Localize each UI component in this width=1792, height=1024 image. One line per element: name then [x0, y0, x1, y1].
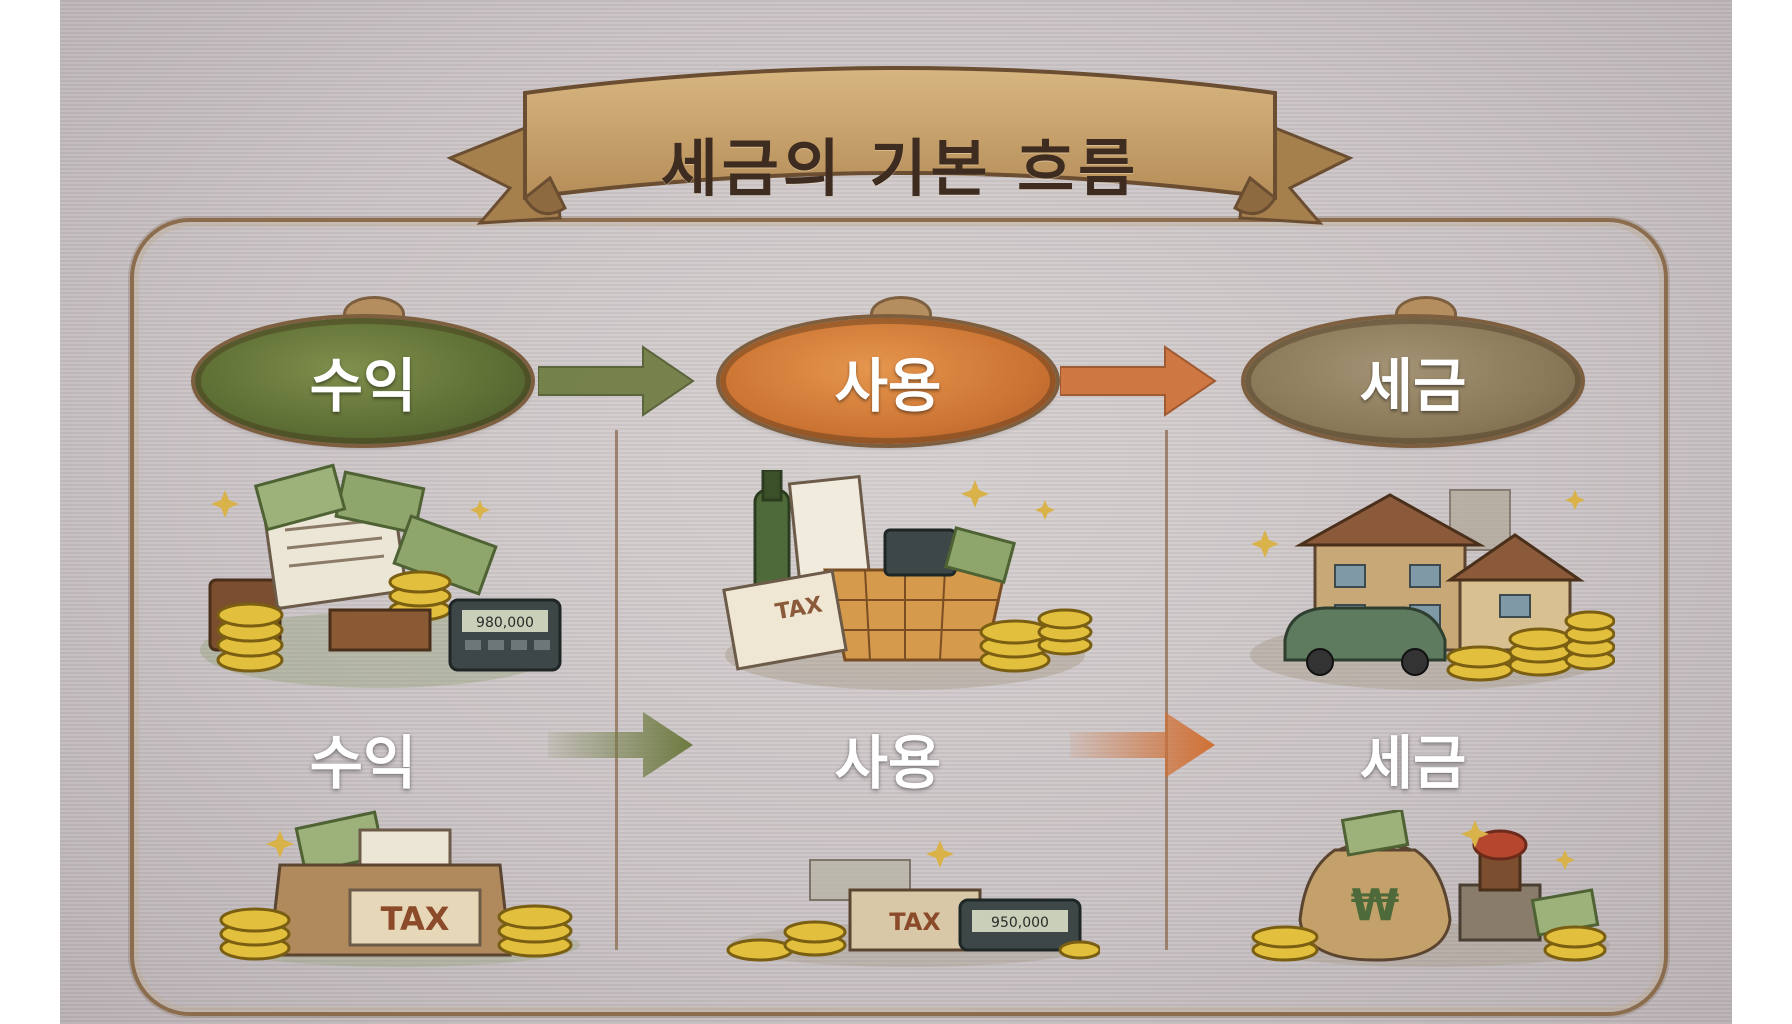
canvas: 세금의 기본 흐름 수익 사용 세금 980,000 [60, 0, 1732, 1024]
column-divider-2 [1165, 430, 1168, 950]
income-label-secondary: 수익 [195, 716, 531, 800]
tax-oval: 세금 [1245, 318, 1581, 444]
page-title: 세금의 기본 흐름 [440, 118, 1360, 208]
box-tax-text-2: TAX [889, 908, 941, 936]
tax-label-secondary: 세금 [1245, 716, 1581, 800]
arrow-right-icon [1060, 345, 1220, 417]
spending-oval: 사용 [720, 318, 1056, 444]
tax-house-illustration [1245, 470, 1615, 690]
won-symbol-icon: ₩ [1351, 880, 1400, 931]
income-tax-box-illustration: TAX [210, 810, 590, 970]
spending-label-secondary: 사용 [720, 716, 1056, 800]
income-oval: 수익 [195, 318, 531, 444]
column-divider-1 [615, 430, 618, 950]
income-money-illustration: 980,000 [190, 460, 570, 690]
spending-basket-illustration: TAX [715, 470, 1095, 690]
calculator-display: 980,000 [476, 615, 534, 631]
box-tax-text: TAX [381, 900, 450, 938]
tax-money-bag-illustration: ₩ [1245, 810, 1615, 970]
arrow-right-icon [548, 710, 698, 780]
spending-label: 사용 [835, 339, 942, 423]
calculator-display-2: 950,000 [991, 915, 1049, 931]
tax-label: 세금 [1360, 339, 1467, 423]
income-label: 수익 [310, 339, 417, 423]
title-banner: 세금의 기본 흐름 [440, 48, 1360, 238]
arrow-right-icon [538, 345, 698, 417]
spending-tax-box-illustration: TAX 950,000 [720, 800, 1100, 970]
arrow-right-icon [1070, 710, 1220, 780]
